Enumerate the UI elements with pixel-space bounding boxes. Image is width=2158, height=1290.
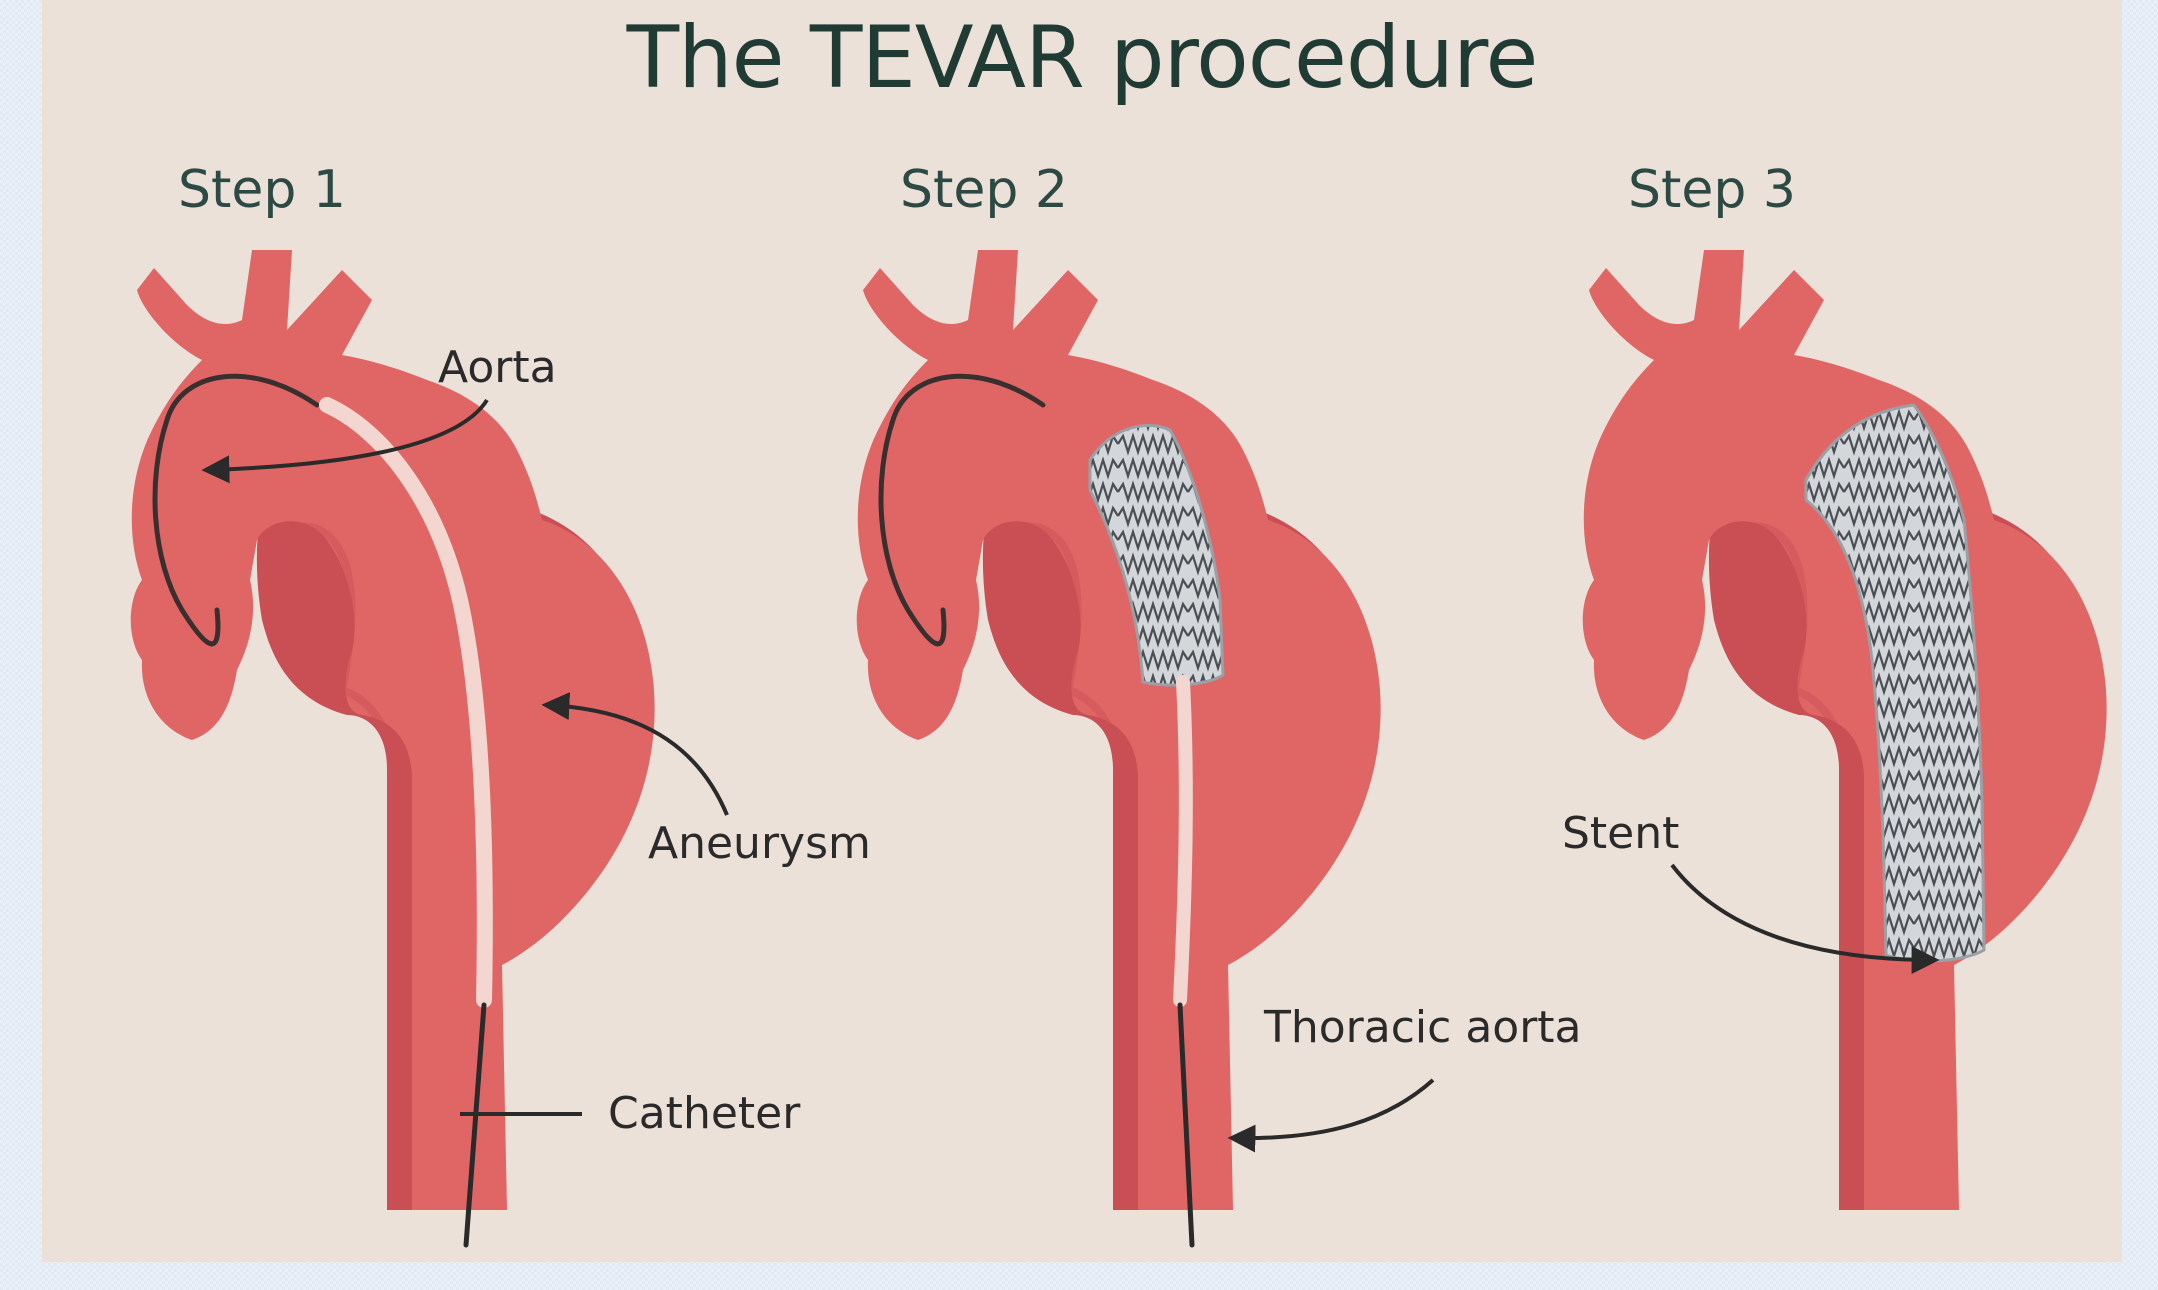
thoracic-aorta-label: Thoracic aorta — [1264, 1002, 1582, 1053]
tevar-illustration — [42, 0, 2122, 1262]
stent-label: Stent — [1562, 808, 1679, 859]
diagram-panel: The TEVAR procedure Step 1 Step 2 Step 3 — [42, 0, 2122, 1262]
aorta-label: Aorta — [438, 342, 557, 393]
thoracic-aorta-arrow — [1233, 1080, 1433, 1138]
step-2-diagram — [857, 250, 1433, 1245]
aneurysm-label: Aneurysm — [648, 818, 871, 869]
step-3-diagram — [1583, 250, 2107, 1210]
catheter-label: Catheter — [608, 1088, 800, 1139]
